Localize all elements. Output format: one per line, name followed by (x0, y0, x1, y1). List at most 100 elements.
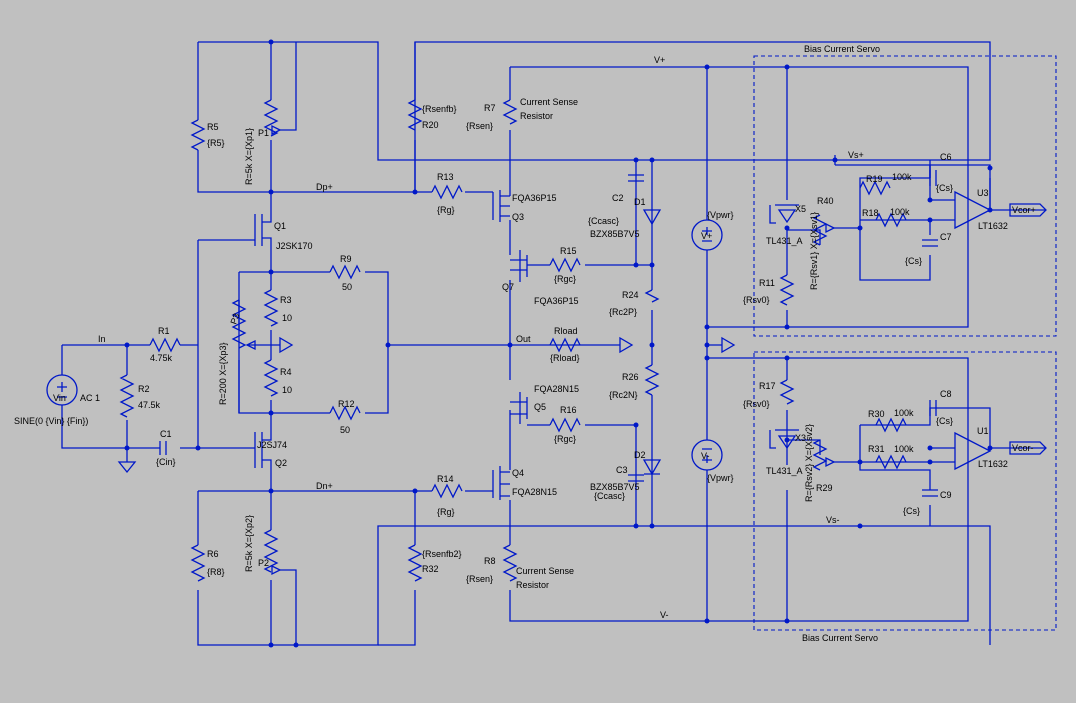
q7-value: FQA36P15 (534, 296, 579, 306)
r12-value: 50 (340, 425, 350, 435)
r9-name: R9 (340, 254, 352, 264)
net-in: In (98, 334, 106, 344)
c9-value: {Cs} (903, 506, 920, 516)
r11-value: {Rsv0} (743, 295, 770, 305)
r9-value: 50 (342, 282, 352, 292)
q3-name: Q3 (512, 212, 524, 222)
u3-value: LT1632 (978, 221, 1008, 231)
potentiometers (231, 99, 836, 576)
r8-note2: Resistor (516, 580, 549, 590)
net-vs-minus: Vs- (826, 515, 840, 525)
r40-name: R40 (817, 196, 834, 206)
net-vcor-minus: Vcor- (1012, 443, 1034, 453)
r8-note1: Current Sense (516, 566, 574, 576)
servo-bottom-label: Bias Current Servo (802, 633, 878, 643)
r18-name: R18 (862, 208, 879, 218)
net-vs-plus: Vs+ (848, 150, 864, 160)
r19-value: 100k (892, 172, 912, 182)
c3-value: {Ccasc} (594, 491, 625, 501)
net-vminus: V- (660, 610, 669, 620)
r17-value: {Rsv0} (743, 399, 770, 409)
r7-note1: Current Sense (520, 97, 578, 107)
q2-name: Q2 (275, 458, 287, 468)
vminus-name: V- (701, 451, 710, 461)
sources (46, 219, 723, 471)
r32-value: {Rsenfb2} (422, 549, 462, 559)
d2-name: D2 (634, 450, 646, 460)
p3-name: P3 (228, 312, 241, 326)
r31-name: R31 (868, 444, 885, 454)
vin-value: AC 1 (80, 393, 100, 403)
u3-name: U3 (977, 188, 989, 198)
c6-name: C6 (940, 152, 952, 162)
q1-value: J2SK170 (276, 241, 313, 251)
r26-name: R26 (622, 372, 639, 382)
grounds (117, 203, 1047, 474)
r30-name: R30 (868, 409, 885, 419)
x5-value: TL431_A (766, 236, 803, 246)
r1-value: 4.75k (150, 353, 173, 363)
r7-name: R7 (484, 103, 496, 113)
r15-name: R15 (560, 246, 577, 256)
c9-name: C9 (940, 490, 952, 500)
q2-value: J2SJ74 (257, 440, 287, 450)
c3-name: C3 (616, 465, 628, 475)
q7-name: Q7 (502, 282, 514, 292)
r24-value: {Rc2P} (609, 307, 637, 317)
p3-value: R=200 X={Xp3} (218, 342, 228, 405)
r16-value: {Rgc} (554, 434, 576, 444)
x3-name: X3 (795, 433, 806, 443)
r6-name: R6 (207, 549, 219, 559)
r4-value: 10 (282, 385, 292, 395)
p1-value: R=5k X={Xp1} (244, 128, 254, 185)
c2-value: {Ccasc} (588, 216, 619, 226)
r29-value: R={Rsv2} X={Xsv2} (804, 424, 814, 502)
r5-value: {R5} (207, 138, 225, 148)
c7-value: {Cs} (905, 256, 922, 266)
r31-value: 100k (894, 444, 914, 454)
resistors (119, 99, 907, 582)
vplus-name: V+ (701, 231, 712, 241)
r20-value: {Rsenfb} (422, 104, 457, 114)
vminus-value: {Vpwr} (707, 473, 734, 483)
r20-name: R20 (422, 120, 439, 130)
r7-note2: Resistor (520, 111, 553, 121)
r17-name: R17 (759, 381, 776, 391)
r1-name: R1 (158, 326, 170, 336)
q5-name: Q5 (534, 402, 546, 412)
c7-name: C7 (940, 232, 952, 242)
p2-value: R=5k X={Xp2} (244, 515, 254, 572)
q5-value: FQA28N15 (534, 384, 579, 394)
r24-name: R24 (622, 290, 639, 300)
r3-value: 10 (282, 313, 292, 323)
r19-name: R19 (866, 174, 883, 184)
opamps (954, 190, 992, 471)
r13-name: R13 (437, 172, 454, 182)
r16-name: R16 (560, 405, 577, 415)
transistors (248, 190, 530, 500)
x3-value: TL431_A (766, 466, 803, 476)
vin-value2: SINE(0 {Vin} {Fin}) (14, 416, 88, 426)
p2-name: P2 (258, 558, 269, 568)
rload-value: {Rload} (550, 353, 580, 363)
c1-value: {Cin} (156, 457, 176, 467)
net-vcor-plus: Vcor+ (1012, 205, 1036, 215)
p1-name: P1 (258, 128, 269, 138)
u1-name: U1 (977, 426, 989, 436)
net-vplus: V+ (654, 55, 665, 65)
vin-name: Vin (53, 393, 66, 403)
r2-name: R2 (138, 384, 150, 394)
r13-value: {Rg} (437, 205, 455, 215)
junction-dots (124, 39, 993, 648)
r14-value: {Rg} (437, 507, 455, 517)
r40-value: R={Rsv1} X={Xsv1} (809, 212, 819, 290)
r3-name: R3 (280, 295, 292, 305)
r26-value: {Rc2N} (609, 390, 638, 400)
vplus-value: {Vpwr} (707, 210, 734, 220)
r18-value: 100k (890, 207, 910, 217)
c1-name: C1 (160, 429, 172, 439)
r8-name: R8 (484, 556, 496, 566)
r6-value: {R8} (207, 567, 225, 577)
servo-top-label: Bias Current Servo (804, 44, 880, 54)
